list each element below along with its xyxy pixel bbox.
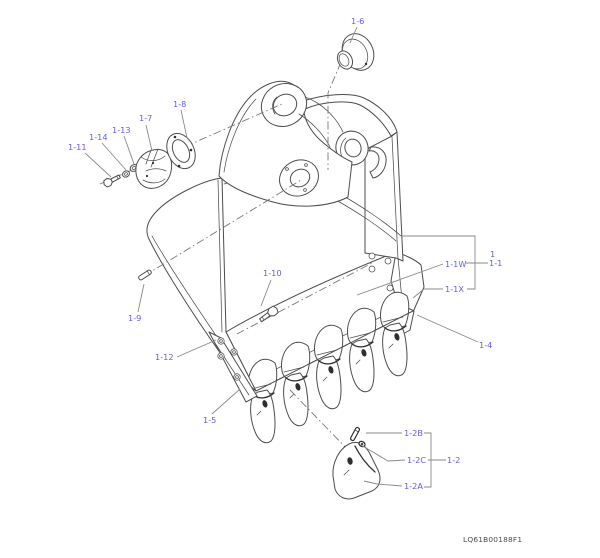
callout-1-2A: 1-2A — [404, 481, 423, 491]
rear-rail — [300, 94, 398, 137]
callout-1-4: 1-4 — [479, 340, 492, 350]
wear-plate-bolt-holes — [368, 252, 394, 292]
seal-ring-1-8 — [166, 132, 196, 170]
washer-1-14 — [122, 170, 130, 178]
callout-1-12: 1-12 — [155, 352, 174, 362]
callout-1: 1 — [490, 249, 495, 259]
leader-1-1X — [412, 288, 443, 299]
leader-1-14 — [101, 142, 127, 171]
callout-1-8: 1-8 — [173, 99, 186, 109]
axis-tooth-detail — [289, 389, 351, 453]
callout-1-1: 1-1 — [489, 258, 502, 268]
callout-1-5: 1-5 — [203, 415, 216, 425]
callout-1-2: 1-2 — [447, 455, 460, 465]
leader-1-11 — [84, 152, 112, 178]
leader-1-9 — [137, 283, 145, 313]
callout-1-6: 1-6 — [351, 16, 364, 26]
callout-1-2C: 1-2C — [407, 455, 426, 465]
leader-1-2A — [363, 480, 403, 487]
tooth-pin-hole — [347, 457, 353, 465]
callout-1-7: 1-7 — [139, 113, 152, 123]
leader-1-4 — [416, 314, 479, 343]
bushing-1-6 — [336, 33, 375, 71]
bucket-body — [146, 80, 425, 444]
leader-1-6 — [349, 26, 358, 44]
leader-1-13 — [123, 135, 135, 165]
callouts-layer: 1-61-81-71-131-141-111-91-101-121-51-41-… — [68, 16, 502, 491]
side-cutter-bolts — [217, 337, 241, 381]
axis-plug-bolt — [236, 261, 375, 335]
drawing-code: LQ61B00188F1 — [463, 535, 522, 544]
leader-1-2C — [360, 444, 406, 462]
retainer-cap-1-7 — [135, 148, 173, 189]
loose-parts — [103, 33, 381, 500]
callout-1-13: 1-13 — [112, 125, 131, 135]
callout-1-9: 1-9 — [128, 313, 141, 323]
bracket-group-1-1 — [402, 235, 476, 290]
leader-1-5 — [211, 388, 241, 415]
callout-1-10: 1-10 — [263, 268, 282, 278]
spill-guard-hook — [368, 146, 387, 179]
leader-1-12 — [176, 339, 217, 358]
callout-1-11: 1-11 — [68, 142, 87, 152]
leader-1-1W — [356, 263, 444, 296]
callout-1-14: 1-14 — [89, 132, 108, 142]
leader-1-7 — [145, 124, 153, 152]
tooth-pin-1-2b — [349, 426, 361, 442]
tooth-detail-group — [332, 426, 381, 500]
plug-bolt-1-10 — [259, 305, 279, 323]
hex-bolt-1-11 — [103, 174, 121, 188]
callout-1-1W: 1-1W — [445, 259, 466, 269]
callout-1-1X: 1-1X — [445, 284, 464, 294]
pin-1-9 — [138, 269, 152, 281]
pin-lock-1-2c — [358, 440, 366, 448]
leader-1-10 — [260, 279, 272, 307]
leader-1-8 — [180, 109, 188, 139]
callout-1-2B: 1-2B — [404, 428, 423, 438]
side-cutter-plate — [208, 331, 258, 403]
axis-bushing — [327, 61, 342, 170]
